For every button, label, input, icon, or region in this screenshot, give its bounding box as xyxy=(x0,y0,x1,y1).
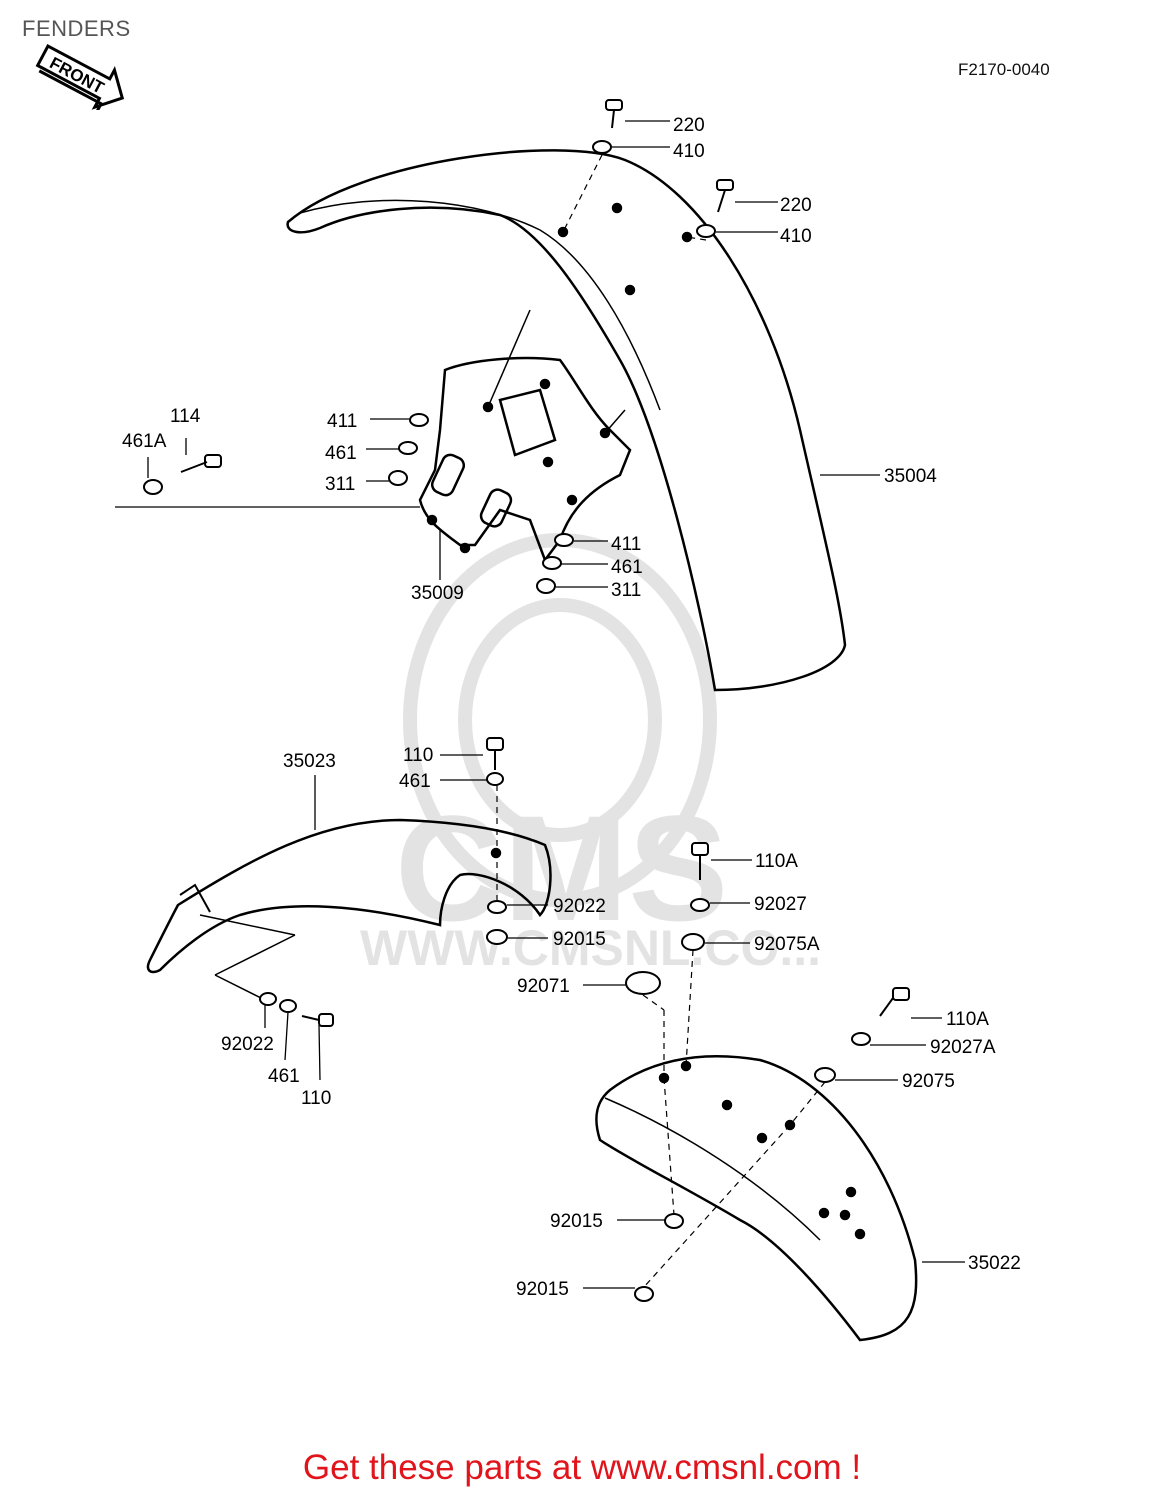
part-label: 92071 xyxy=(517,976,570,997)
part-label: 35004 xyxy=(884,466,937,487)
part-label: 410 xyxy=(780,226,812,247)
part-label: 461 xyxy=(325,443,357,464)
part-label: 110 xyxy=(403,745,433,766)
promo-banner: Get these parts at www.cmsnl.com ! xyxy=(0,1448,1164,1488)
part-label: 92075 xyxy=(902,1071,955,1092)
part-label: 92022 xyxy=(553,896,606,917)
part-label: 110 xyxy=(301,1088,331,1109)
part-label: 461 xyxy=(399,771,431,792)
hardware-fasteners xyxy=(143,99,910,1302)
part-label: 92022 xyxy=(221,1034,274,1055)
part-label: 110A xyxy=(946,1009,989,1030)
part-label: 411 xyxy=(327,411,357,432)
part-label: 461 xyxy=(268,1066,300,1087)
part-label: 410 xyxy=(673,141,705,162)
part-label: 311 xyxy=(611,580,641,601)
part-label: 220 xyxy=(780,195,812,216)
part-label: 35009 xyxy=(411,583,464,604)
promo-link[interactable]: Get these parts at www.cmsnl.com ! xyxy=(302,1448,862,1487)
front-direction-marker: FRONT xyxy=(35,44,125,110)
part-label: 110A xyxy=(755,851,798,872)
watermark-url: WWW.CMSNL.CO... xyxy=(360,920,821,976)
part-label: 35023 xyxy=(283,751,336,772)
part-label: 220 xyxy=(673,115,705,136)
part-label: 92015 xyxy=(516,1279,569,1300)
part-label: 92027A xyxy=(930,1037,996,1058)
front-fender-35004 xyxy=(286,149,847,692)
watermark-brand: CMS xyxy=(395,784,728,952)
part-label: 461A xyxy=(122,431,167,452)
part-label: 92075A xyxy=(754,934,820,955)
part-label: 92027 xyxy=(754,894,807,915)
part-label: 35022 xyxy=(968,1253,1021,1274)
rear-fender-35023 xyxy=(146,818,552,1001)
part-label: 92015 xyxy=(550,1211,603,1232)
part-label: 92015 xyxy=(553,929,606,950)
cms-watermark: CMS WWW.CMSNL.CO... xyxy=(360,533,821,976)
part-label: 411 xyxy=(611,534,641,555)
part-label: 114 xyxy=(170,406,201,427)
part-labels: 220 410 220 410 114 461A 411 461 311 350… xyxy=(122,115,1021,1300)
part-label: 461 xyxy=(611,557,643,578)
assembly-guides xyxy=(496,154,826,1288)
figure-code: F2170-0040 xyxy=(958,60,1050,79)
diagram-title: FENDERS xyxy=(22,16,131,41)
fender-bracket-35009 xyxy=(418,309,632,563)
rear-mudguard-35022 xyxy=(595,1055,918,1342)
part-label: 311 xyxy=(325,474,355,495)
leader-lines xyxy=(115,120,965,1289)
